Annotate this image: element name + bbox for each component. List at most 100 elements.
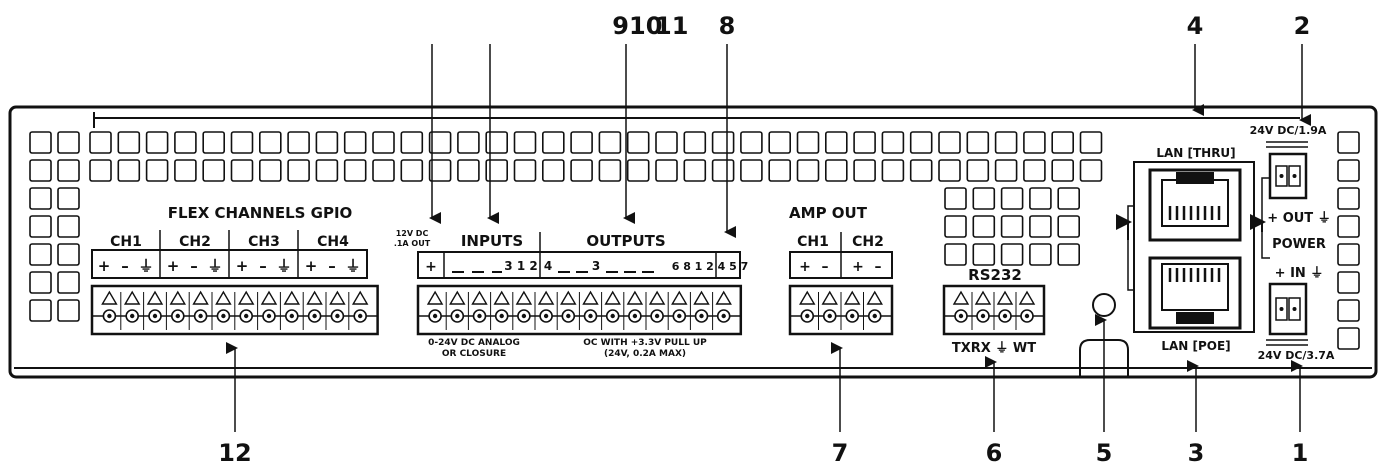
vent-slot bbox=[972, 243, 996, 266]
vent-slot bbox=[117, 159, 141, 182]
terminal-release-tab[interactable] bbox=[952, 290, 970, 305]
vent-grid bbox=[29, 131, 1360, 350]
callouts: 9 10 11 8 4 2 12 7 6 5 3 1 bbox=[218, 12, 1311, 467]
vent-slot bbox=[202, 159, 225, 182]
vent-slot bbox=[768, 159, 792, 182]
callout-6: 6 bbox=[986, 439, 1003, 467]
flex-pin-label: ⏚ bbox=[138, 257, 153, 275]
vent-slot bbox=[29, 131, 52, 154]
terminal-release-tab[interactable] bbox=[329, 290, 346, 305]
vent-slot bbox=[740, 159, 763, 182]
amp-ch2-minus: – bbox=[875, 259, 882, 275]
terminal-release-tab[interactable] bbox=[146, 290, 164, 305]
terminal-release-tab[interactable] bbox=[101, 290, 118, 305]
terminal-release-tab[interactable] bbox=[799, 290, 816, 305]
terminal-release-tab[interactable] bbox=[537, 290, 555, 305]
terminal-release-tab[interactable] bbox=[671, 290, 688, 305]
vent-slot bbox=[1057, 215, 1080, 238]
callout-5: 5 bbox=[1096, 439, 1113, 467]
terminal-release-tab[interactable] bbox=[996, 290, 1014, 305]
vent-slot bbox=[1079, 131, 1103, 154]
vent-slot bbox=[711, 131, 735, 154]
terminal-release-tab[interactable] bbox=[237, 290, 255, 305]
terminal-release-tab[interactable] bbox=[471, 290, 488, 305]
terminal-release-tab[interactable] bbox=[604, 290, 621, 305]
outputs-note2: (24V, 0.2A MAX) bbox=[604, 349, 686, 359]
vent-slot bbox=[944, 187, 967, 210]
vent-slot bbox=[29, 159, 52, 182]
terminal-release-tab[interactable] bbox=[306, 290, 323, 305]
amp-ch1-label: CH1 bbox=[797, 234, 829, 250]
vent-slot bbox=[1023, 131, 1046, 154]
supply-line1: 12V DC bbox=[396, 229, 429, 238]
inputs-note1: 0-24V DC ANALOG bbox=[428, 338, 520, 348]
terminal-release-tab[interactable] bbox=[974, 290, 992, 305]
inputs-title: INPUTS bbox=[461, 232, 523, 250]
flex-pin-label: – bbox=[259, 257, 267, 275]
power-in-rating: 24V DC/3.7A bbox=[1258, 349, 1335, 362]
vent-slot bbox=[372, 131, 395, 154]
vent-slot bbox=[541, 131, 565, 154]
terminal-release-tab[interactable] bbox=[493, 290, 510, 305]
flex-pin-label: – bbox=[328, 257, 336, 275]
rs232-terminal-block bbox=[942, 284, 1046, 336]
terminal-release-tab[interactable] bbox=[582, 290, 599, 305]
terminal-release-tab[interactable] bbox=[351, 290, 369, 305]
vent-slot bbox=[258, 159, 282, 182]
vent-slot bbox=[145, 131, 169, 154]
vent-slot bbox=[1337, 327, 1360, 350]
vent-slot bbox=[174, 159, 197, 182]
terminal-release-tab[interactable] bbox=[715, 290, 732, 305]
vent-slot bbox=[1051, 131, 1074, 154]
terminal-release-tab[interactable] bbox=[426, 290, 444, 305]
terminal-release-tab[interactable] bbox=[283, 290, 301, 305]
power-title: POWER bbox=[1272, 237, 1326, 252]
vent-slot bbox=[655, 131, 678, 154]
power-in-connector[interactable] bbox=[1268, 282, 1308, 336]
vent-slot bbox=[29, 187, 52, 210]
terminal-release-tab[interactable] bbox=[844, 290, 861, 305]
lan-thru-label: LAN [THRU] bbox=[1156, 146, 1235, 160]
rs232-title: RS232 bbox=[968, 266, 1022, 284]
terminal-release-tab[interactable] bbox=[626, 290, 644, 305]
power-in-label: + IN ⏚ bbox=[1275, 266, 1324, 281]
amp-ch2-plus: + bbox=[852, 259, 864, 275]
lan-section: LAN [THRU] LAN [POE] bbox=[1116, 146, 1255, 353]
callout-4: 4 bbox=[1187, 12, 1204, 40]
terminal-release-tab[interactable] bbox=[192, 290, 209, 305]
vent-slot bbox=[428, 131, 452, 154]
vent-slot bbox=[881, 159, 905, 182]
flex-pin-labels: +–⏚+–⏚+–⏚+–⏚ bbox=[98, 257, 361, 275]
terminal-release-tab[interactable] bbox=[560, 290, 577, 305]
terminal-release-tab[interactable] bbox=[515, 290, 533, 305]
rs232-pins: TXRX ⏚ WT bbox=[952, 341, 1036, 356]
terminal-release-tab[interactable] bbox=[215, 290, 232, 305]
terminal-release-tab[interactable] bbox=[123, 290, 141, 305]
terminal-release-tab[interactable] bbox=[821, 290, 838, 305]
vent-slot bbox=[1337, 243, 1360, 266]
vent-slot bbox=[1337, 131, 1360, 154]
vent-slot bbox=[57, 131, 80, 154]
terminal-release-tab[interactable] bbox=[449, 290, 466, 305]
power-out-connector[interactable] bbox=[1268, 152, 1308, 200]
vent-slot bbox=[796, 131, 820, 154]
callout-12: 12 bbox=[218, 439, 251, 467]
terminal-release-tab[interactable] bbox=[648, 290, 666, 305]
vent-slot bbox=[1000, 187, 1024, 210]
vent-slot bbox=[938, 131, 961, 154]
flex-pin-label: ⏚ bbox=[207, 257, 222, 275]
terminal-release-tab[interactable] bbox=[169, 290, 187, 305]
vent-slot bbox=[315, 131, 339, 154]
terminal-release-tab[interactable] bbox=[260, 290, 278, 305]
power-out-label: + OUT ⏚ bbox=[1267, 211, 1330, 226]
output-num-4: 4 bbox=[544, 259, 552, 273]
terminal-release-tab[interactable] bbox=[693, 290, 710, 305]
terminal-release-tab[interactable] bbox=[866, 290, 883, 305]
vent-slot bbox=[315, 159, 339, 182]
flex-ch2-label: CH2 bbox=[179, 234, 211, 250]
terminal-release-tab[interactable] bbox=[1018, 290, 1036, 305]
lan-thru-port[interactable] bbox=[1148, 168, 1242, 242]
vent-slot bbox=[513, 159, 537, 182]
lan-poe-port[interactable] bbox=[1148, 256, 1242, 330]
amp-title: AMP OUT bbox=[789, 204, 868, 222]
